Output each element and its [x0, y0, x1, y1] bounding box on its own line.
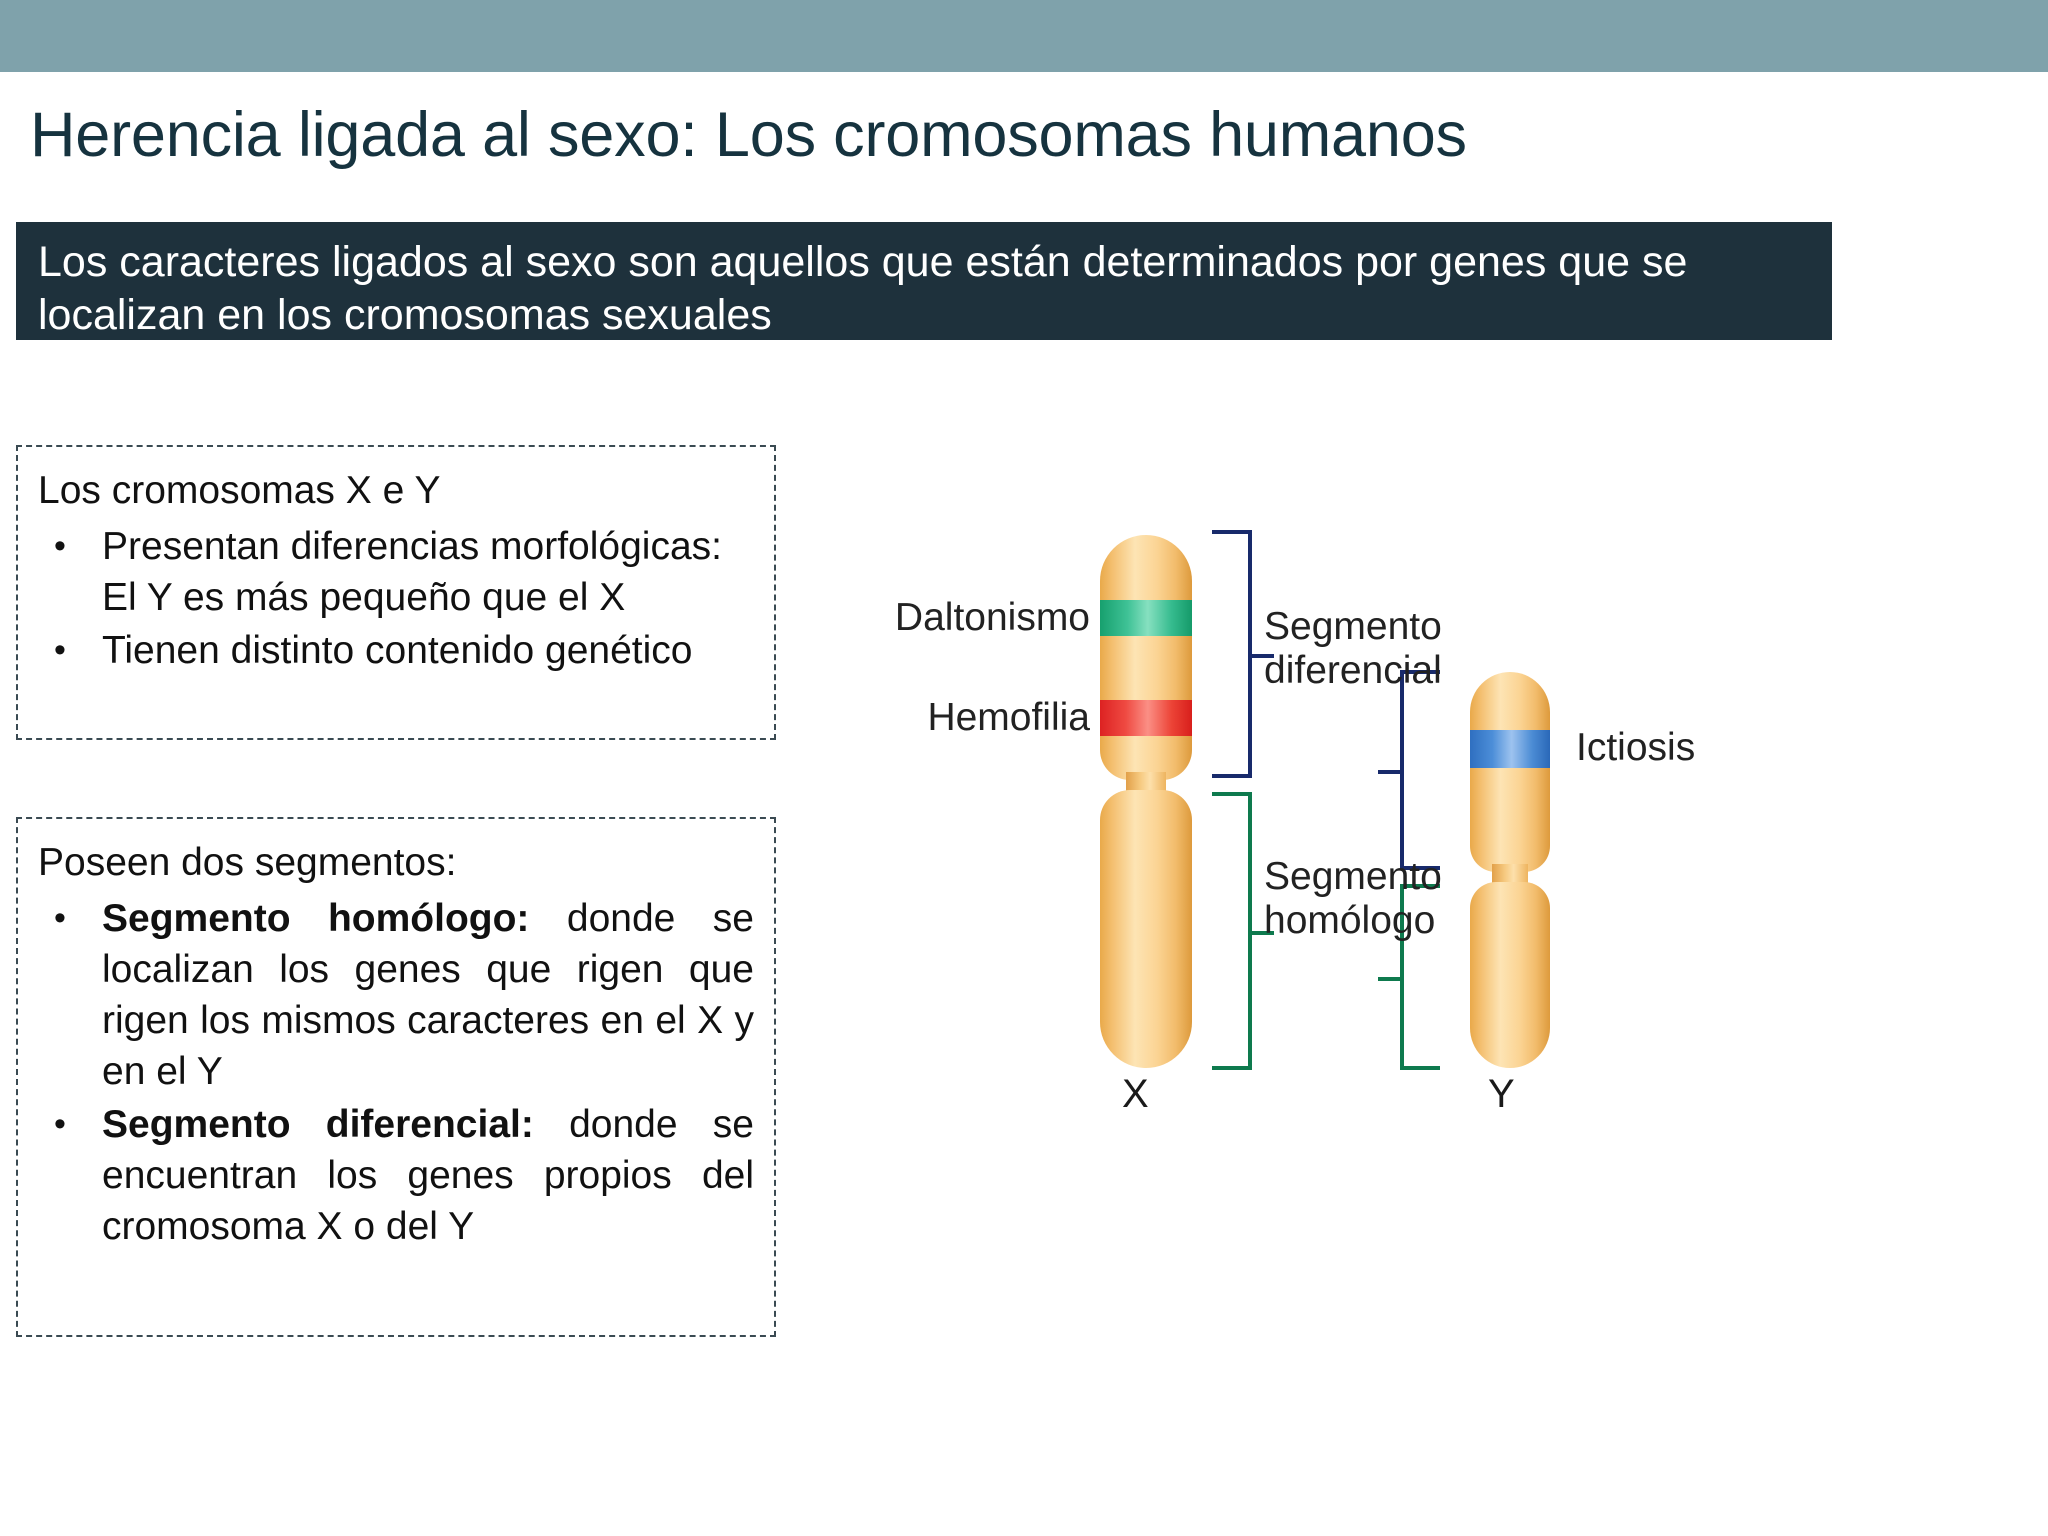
bracket-homologo-y — [1378, 884, 1440, 1070]
bracket-diferencial-y — [1378, 670, 1440, 870]
box-two-bullet-list: Segmento homólogo: donde se localizan lo… — [38, 893, 754, 1252]
bullet-definition: donde se encuentran los genes propios de… — [102, 1103, 754, 1248]
segment-label-diferencial: Segmento diferencial — [1264, 605, 1442, 693]
chromosome-y-letter: Y — [1488, 1072, 1515, 1116]
bullet-term: Segmento diferencial: — [102, 1103, 534, 1146]
chromosome-x-short-arm — [1100, 535, 1192, 780]
list-item: Segmento homólogo: donde se localizan lo… — [38, 893, 754, 1097]
gene-label-hemofilia: Hemofilia — [927, 696, 1090, 739]
chromosome-x-long-arm — [1100, 790, 1192, 1068]
bullet-line: El Y es más pequeño que el X — [102, 576, 626, 619]
segment-label-line: homólogo — [1264, 899, 1436, 942]
bracket-stub — [1378, 977, 1402, 981]
bullet-definition: donde se localizan los genes que rigen q… — [102, 897, 754, 1093]
segment-label-line: Segmento — [1264, 855, 1442, 898]
segment-label-line: diferencial — [1264, 649, 1442, 692]
banner-text: Los caracteres ligados al sexo son aquel… — [38, 238, 1688, 339]
info-box-segments: Poseen dos segmentos: Segmento homólogo:… — [16, 817, 776, 1337]
list-item: Segmento diferencial: donde se encuentra… — [38, 1099, 754, 1252]
bracket-stub — [1250, 931, 1274, 935]
list-item: Presentan diferencias morfológicas: El Y… — [38, 521, 754, 623]
chromosome-y-long-arm — [1470, 882, 1550, 1068]
chromosome-x-letter: X — [1122, 1072, 1149, 1116]
bullet-term: Segmento homólogo: — [102, 897, 530, 940]
segment-label-line: Segmento — [1264, 605, 1442, 648]
highlight-banner: Los caracteres ligados al sexo son aquel… — [16, 222, 1832, 340]
info-box-chromosomes: Los cromosomas X e Y Presentan diferenci… — [16, 445, 776, 740]
segment-label-homologo: Segmento homólogo — [1264, 855, 1442, 943]
gene-band-daltonismo — [1100, 600, 1192, 636]
page-title: Herencia ligada al sexo: Los cromosomas … — [30, 100, 1467, 170]
list-item: Tienen distinto contenido genético — [38, 625, 754, 676]
chromosome-y-short-arm — [1470, 672, 1550, 872]
bracket-diferencial-x — [1212, 530, 1274, 778]
box-two-lead: Poseen dos segmentos: — [38, 841, 457, 884]
gene-label-ictiosis: Ictiosis — [1576, 726, 1696, 769]
chromosome-diagram: Daltonismo Hemofilia Ictiosis Segmento d… — [895, 500, 2040, 1330]
bullet-line: Presentan diferencias morfológicas: — [102, 525, 722, 568]
bracket-homologo-x — [1212, 792, 1274, 1070]
box-one-bullet-list: Presentan diferencias morfológicas: El Y… — [38, 521, 754, 676]
bracket-stub — [1378, 770, 1402, 774]
gene-label-daltonismo: Daltonismo — [894, 596, 1090, 639]
bullet-line: Tienen distinto contenido genético — [102, 629, 693, 672]
box-one-lead: Los cromosomas X e Y — [38, 469, 441, 512]
top-accent-bar — [0, 0, 2048, 72]
gene-band-ictiosis — [1470, 730, 1550, 768]
bracket-stub — [1250, 654, 1274, 658]
gene-band-hemofilia — [1100, 700, 1192, 736]
